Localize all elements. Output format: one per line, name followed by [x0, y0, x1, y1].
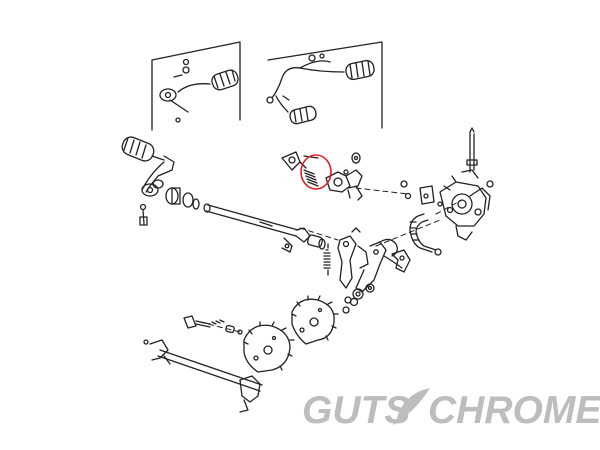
inset-frame-right: [267, 41, 383, 129]
heel-toe-shifter-right: [266, 53, 375, 125]
highlight-circle: [300, 154, 332, 190]
inset-frame-left: [151, 41, 241, 131]
cross-shaft: [203, 203, 311, 253]
heel-toe-shifter-left: [159, 58, 239, 123]
detent-spring: [303, 169, 319, 187]
lower-shift-fork: [239, 375, 261, 413]
bushing-set: [165, 187, 200, 210]
detent-pin: [461, 127, 479, 179]
shifter-cam-plate-right: [291, 295, 339, 345]
cover-plate: [400, 180, 494, 207]
shifter-cam-plate-left: [243, 321, 295, 373]
shaft-bushing: [306, 234, 326, 250]
lower-fasteners: [342, 297, 359, 314]
lower-shift-rod: [143, 339, 263, 392]
assembly-guide-lines: [199, 187, 463, 333]
oil-line-hose: [409, 213, 442, 256]
return-spring: [323, 243, 331, 276]
shift-fork-cluster: [281, 151, 363, 201]
shift-pawl: [391, 249, 411, 273]
washer-stack: [344, 283, 375, 304]
shift-drum-housing: [439, 175, 491, 241]
shift-arm-assembly: [337, 227, 403, 293]
toe-shifter-peg: [121, 136, 175, 226]
